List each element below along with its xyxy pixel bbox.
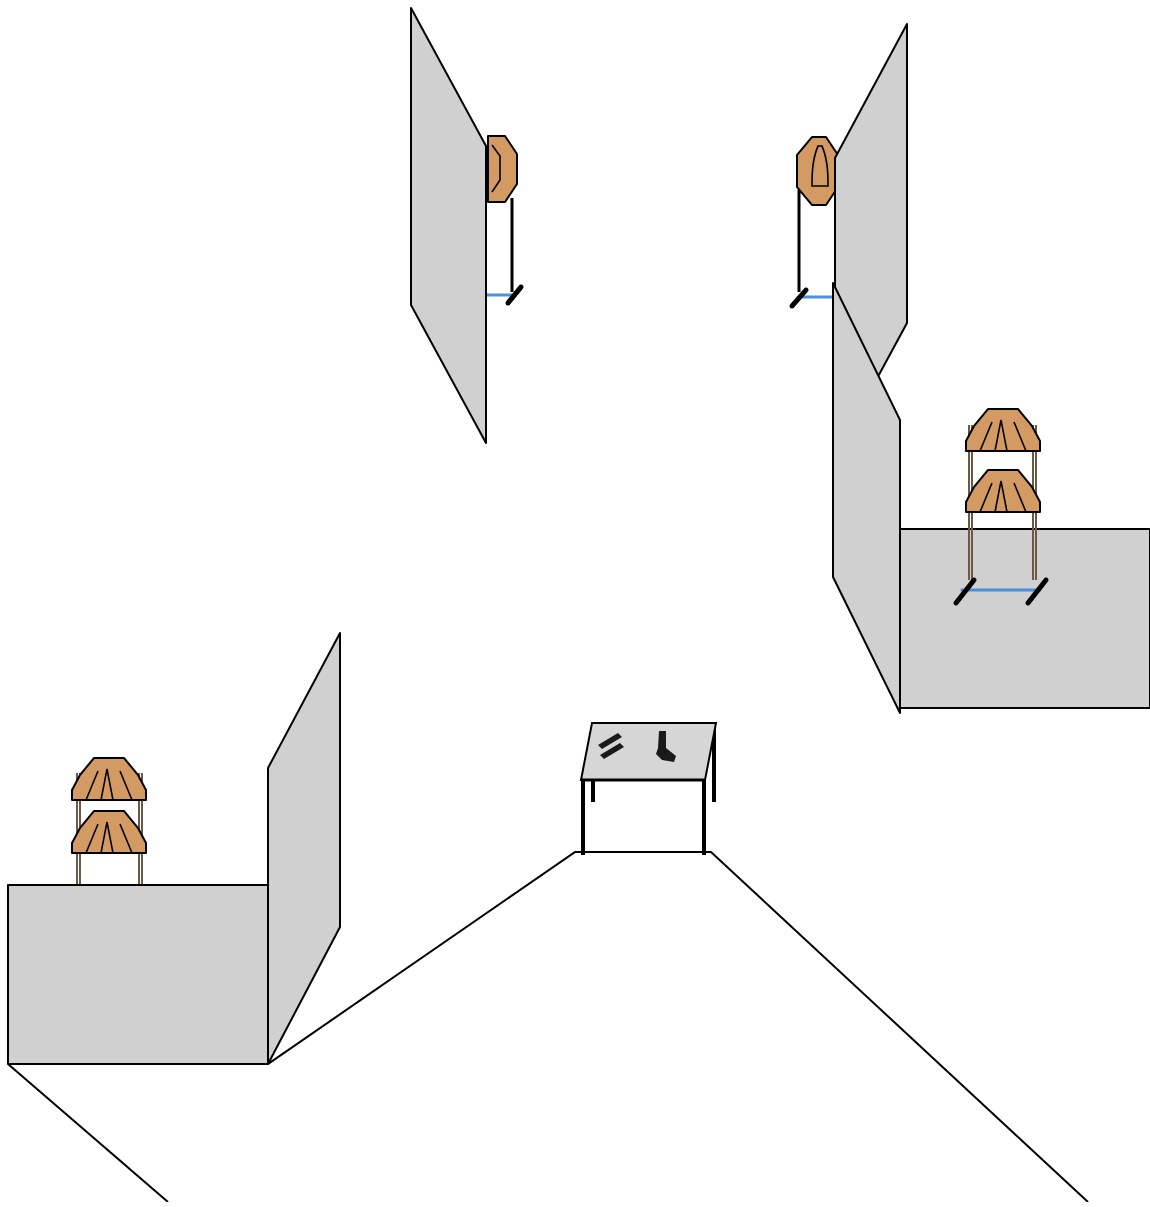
fault-line-main [267, 851, 1089, 1203]
fault-line-left-lower [7, 1063, 169, 1203]
target-detail [979, 419, 1027, 452]
stand-foot [789, 287, 809, 309]
target-detail [85, 768, 133, 801]
wall-face-side [267, 632, 341, 1065]
stand-foot-right [1025, 577, 1049, 606]
barrier-wall-left [7, 632, 341, 1065]
pistol-shape [656, 731, 676, 762]
magazine-icon [598, 733, 624, 759]
steel-target [487, 135, 518, 203]
target-detail [979, 480, 1027, 513]
stand-foot-left [953, 577, 977, 606]
target-stand-left-double [71, 757, 147, 886]
pistol-icon [656, 731, 676, 762]
target-stand-right-double [953, 408, 1049, 606]
target-detail [811, 145, 829, 187]
stand-foot [505, 284, 524, 306]
wall-face-front [7, 884, 269, 1065]
barrier-wall-top-left [410, 7, 487, 444]
wall-face-side [832, 282, 901, 714]
barrier-wall-right [832, 282, 1150, 714]
table-top [579, 722, 718, 781]
target-stand-top-right [789, 136, 839, 309]
magazine-1 [598, 733, 622, 749]
start-table [579, 722, 718, 855]
magazine-2 [600, 743, 624, 759]
target-detail [491, 144, 501, 193]
steel-target [796, 136, 839, 206]
target-detail [85, 821, 133, 854]
shooting-area-fault-lines [7, 851, 1089, 1203]
target-stand-top-left [484, 135, 524, 306]
wall-face-front [899, 528, 1150, 709]
